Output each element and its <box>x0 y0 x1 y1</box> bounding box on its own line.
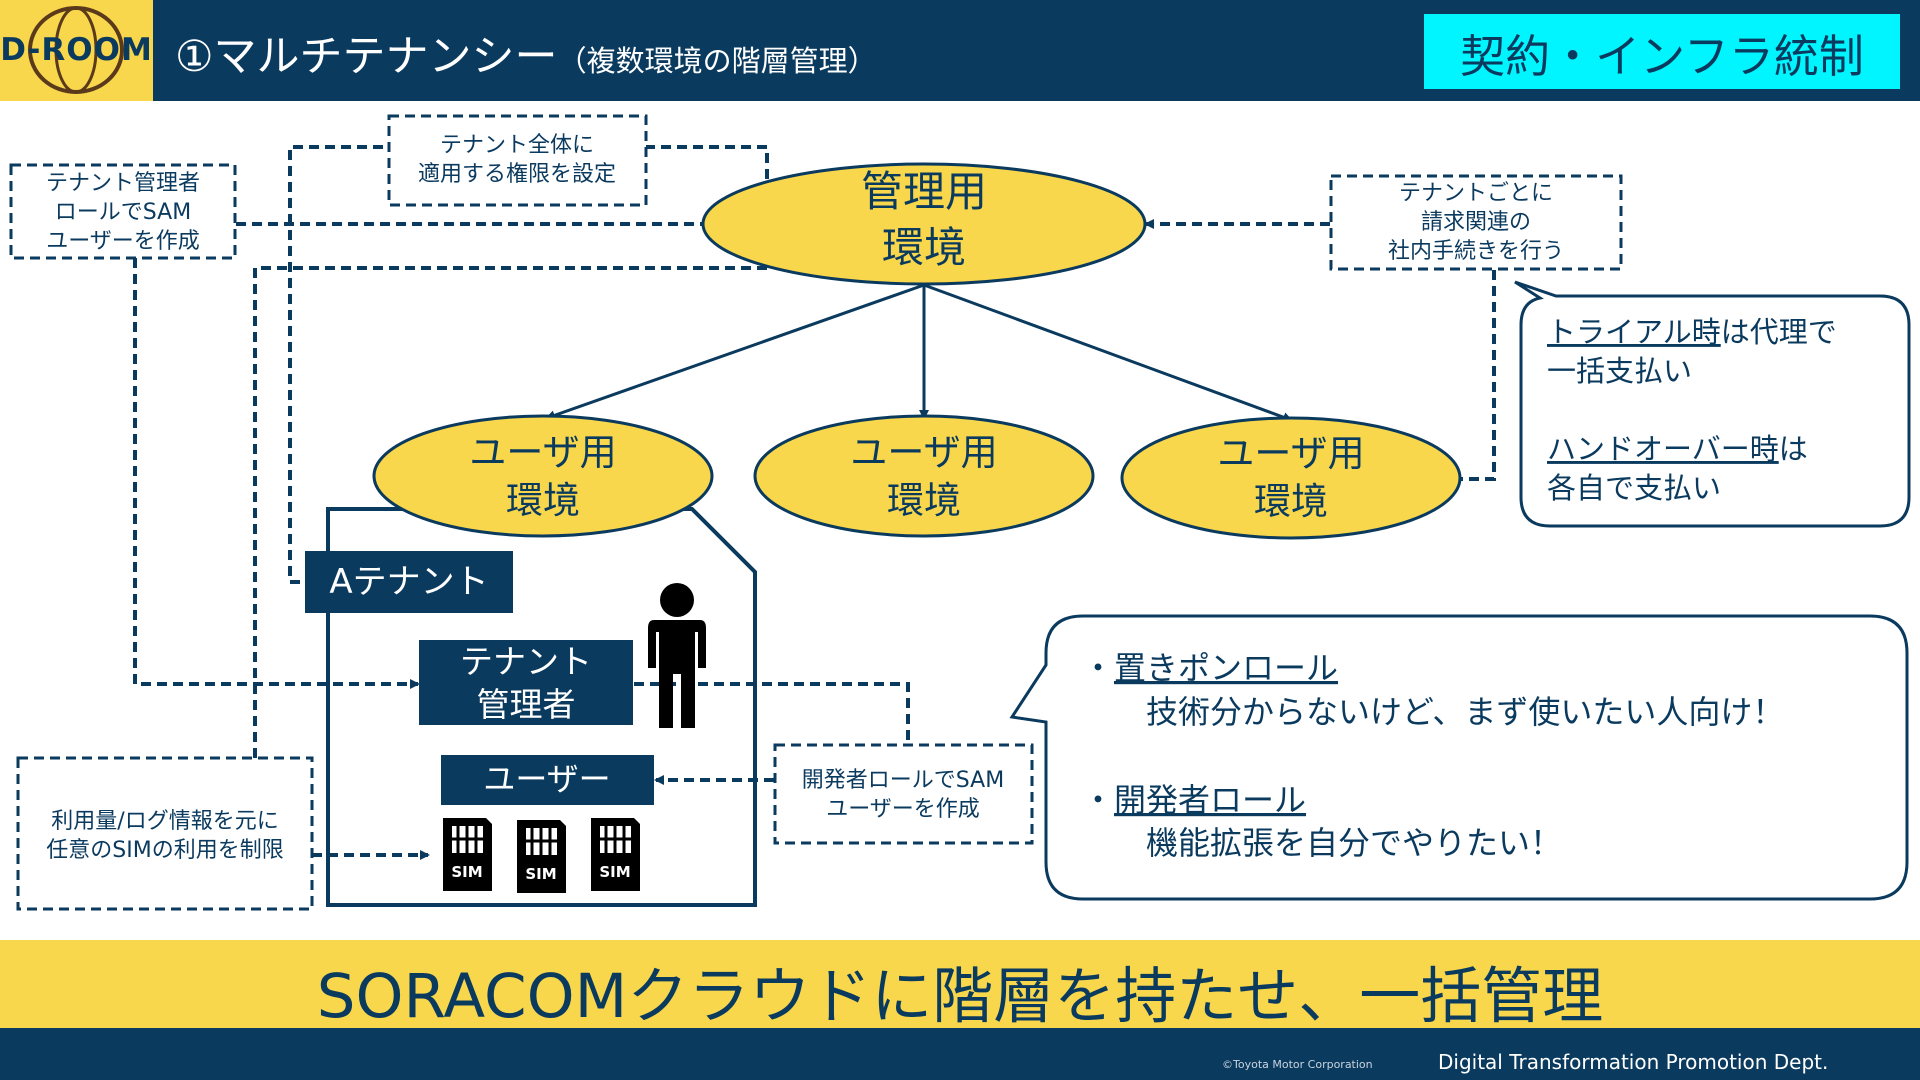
role2-desc: 機能拡張を自分でやりたい！ <box>1146 824 1562 862</box>
logo <box>0 0 153 101</box>
tenant-label-text: Aテナント <box>329 562 488 602</box>
note-dev-role-line1: 開発者ロールでSAM <box>802 768 1004 793</box>
user-env-1: ユーザ用 環境 <box>372 414 714 538</box>
role-bubble: ・置きポンロール 技術分からないけど、まず使いたい人向け！ ・開発者ロール 機能… <box>1009 614 1909 901</box>
note-tenant-wide-line2: 適用する権限を設定 <box>418 162 616 187</box>
category-tag <box>1424 14 1900 89</box>
hierarchy-arrows <box>545 283 1293 422</box>
category-tag-label: 契約・インフラ統制 <box>1460 30 1864 83</box>
mgmt-env: 管理用 環境 <box>701 162 1147 286</box>
user-env-2-line2: 環境 <box>887 479 961 522</box>
tenant-label: Aテナント <box>305 551 513 613</box>
payment-line4: 各自で支払い <box>1547 471 1721 505</box>
tenant-admin-line2: 管理者 <box>477 685 576 724</box>
connector-tenant-wide <box>288 145 769 584</box>
note-usage-line1: 利用量/ログ情報を元に <box>51 809 278 834</box>
note-billing-line3: 社内手続きを行う <box>1388 239 1564 264</box>
sim-label: SIM <box>599 863 630 881</box>
role1-line: ・置きポンロール <box>1082 649 1338 687</box>
user-env-2: ユーザ用 環境 <box>753 414 1095 538</box>
connector-billing-to-user-env <box>1460 270 1496 481</box>
note-admin-role-line1: テナント管理者 <box>46 171 200 196</box>
note-billing: テナントごとに 請求関連の 社内手続きを行う <box>1329 174 1623 271</box>
sim-card-icon: SIM <box>591 818 640 891</box>
role1-prefix: ・ <box>1082 649 1114 687</box>
note-admin-role-line3: ユーザーを作成 <box>46 229 200 254</box>
sim-label: SIM <box>525 865 556 883</box>
note-billing-line1: テナントごとに <box>1399 181 1553 206</box>
diagram: 管理用 環境 ユーザ用 環境 ユーザ用 環境 ユーザ用 環境 Aテナント テナン… <box>9 114 1911 911</box>
role1-desc: 技術分からないけど、まず使いたい人向け！ <box>1146 693 1784 731</box>
role2-prefix: ・ <box>1082 781 1114 819</box>
note-admin-role: テナント管理者 ロールでSAM ユーザーを作成 <box>9 163 237 260</box>
arrow-to-user-env-1 <box>545 283 925 421</box>
payment-bubble: トライアル時は代理で 一括支払い ハンドオーバー時は 各自で支払い <box>1514 280 1911 528</box>
payment-line1: トライアル時は代理で <box>1547 315 1837 349</box>
payment-line1-rest: は代理で <box>1721 315 1837 349</box>
note-usage: 利用量/ログ情報を元に 任意のSIMの利用を制限 <box>16 756 314 911</box>
page-subtitle: （複数環境の階層管理） <box>557 44 877 78</box>
tenant-admin-line1: テナント <box>460 642 592 681</box>
department-name: Digital Transformation Promotion Dept. <box>1438 1050 1829 1074</box>
payment-line3-rest: は <box>1779 432 1808 466</box>
globe-icon <box>28 6 124 94</box>
user-env-1-line1: ユーザ用 <box>469 431 616 474</box>
payment-line3-underlined: ハンドオーバー時 <box>1547 432 1779 466</box>
connector-mgmt-to-usage <box>253 266 767 758</box>
user-env-3: ユーザ用 環境 <box>1120 416 1462 540</box>
note-tenant-wide-line1: テナント全体に <box>440 133 594 158</box>
page-title-main: ①マルチテナンシー <box>175 32 558 82</box>
note-billing-line2: 請求関連の <box>1421 210 1531 235</box>
copyright: ©Toyota Motor Corporation <box>1222 1058 1373 1071</box>
user-box: ユーザー <box>441 755 654 805</box>
tenant-admin-box: テナント 管理者 <box>419 640 633 725</box>
note-dev-role-line2: ユーザーを作成 <box>826 797 980 822</box>
user-env-3-line1: ユーザ用 <box>1217 432 1364 475</box>
connector-admin-to-tenant-admin <box>133 258 420 689</box>
page-title: ①マルチテナンシー（複数環境の階層管理） <box>175 22 877 84</box>
person-icon <box>648 583 706 728</box>
note-usage-line2: 任意のSIMの利用を制限 <box>46 838 283 863</box>
logo-text: D-ROOM <box>0 32 153 68</box>
user-env-2-line1: ユーザ用 <box>850 431 997 474</box>
footer-bar <box>0 1028 1920 1080</box>
note-admin-role-line2: ロールでSAM <box>55 200 191 225</box>
user-env-1-line2: 環境 <box>506 479 580 522</box>
connector-admin-to-dev-role <box>634 682 910 745</box>
sim-card-icon: SIM <box>517 820 566 893</box>
user-box-text: ユーザー <box>483 760 610 798</box>
arrow-to-user-env-3 <box>923 283 1293 422</box>
user-env-3-line2: 環境 <box>1254 480 1328 523</box>
sim-card-icon: SIM <box>443 818 492 891</box>
summary-banner <box>0 940 1920 1028</box>
dashed-connectors <box>133 145 1496 860</box>
role2-name: 開発者ロール <box>1114 781 1306 819</box>
summary-banner-text: SORACOMクラウドに階層を持たせ、一括管理 <box>316 961 1604 1032</box>
sim-label: SIM <box>451 863 482 881</box>
mgmt-env-line1: 管理用 <box>861 167 987 216</box>
payment-line3: ハンドオーバー時は <box>1547 432 1808 466</box>
role1-name: 置きポンロール <box>1114 649 1338 687</box>
mgmt-env-line2: 環境 <box>882 223 966 272</box>
note-dev-role: 開発者ロールでSAM ユーザーを作成 <box>773 743 1034 845</box>
role2-line: ・開発者ロール <box>1082 781 1306 819</box>
payment-line2: 一括支払い <box>1547 354 1692 388</box>
note-tenant-wide: テナント全体に 適用する権限を設定 <box>387 114 648 207</box>
payment-line1-underlined: トライアル時 <box>1547 315 1721 349</box>
